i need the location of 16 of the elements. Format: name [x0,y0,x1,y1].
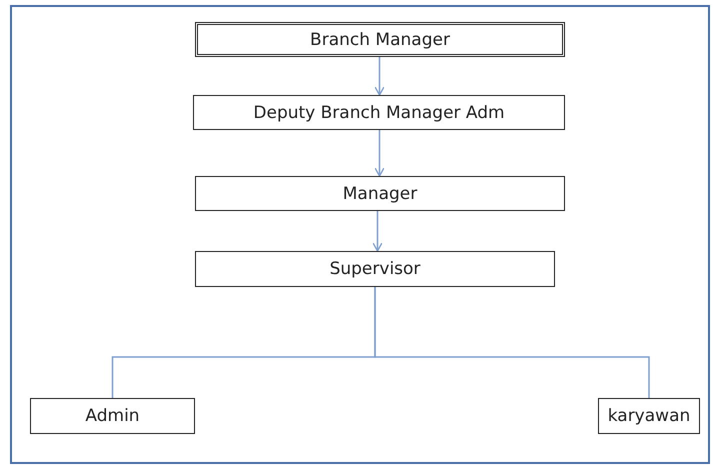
box-label: Supervisor [330,259,420,279]
org-box [195,22,565,57]
arrow [372,211,383,252]
box-label: Deputy Branch Manager Adm [253,102,505,122]
org-box [195,251,555,287]
arrow [374,130,385,177]
box-label: karyawan [608,406,690,426]
box-label: Manager [342,184,418,204]
box-label: Branch Manager [310,30,450,50]
connector-line [374,287,650,398]
org-box [193,95,565,130]
box-label: Admin [85,406,140,426]
org-box [195,176,565,211]
org-box [30,398,195,434]
org-box [598,398,700,434]
arrow [374,57,385,96]
